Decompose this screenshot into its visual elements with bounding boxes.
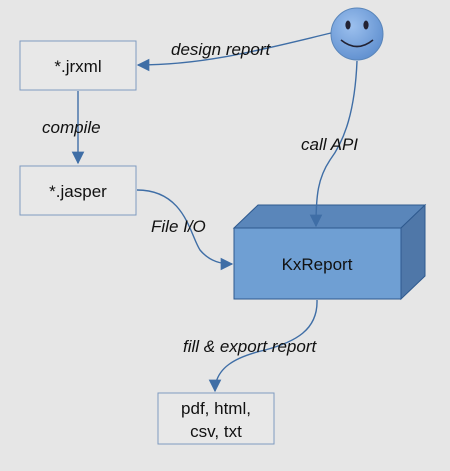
fill-export-arrow (208, 299, 318, 393)
output-label-line1: pdf, html, (181, 399, 251, 418)
output-label-line2: csv, txt (190, 422, 242, 441)
jasper-box (19, 165, 137, 216)
design-report-arrow (136, 32, 332, 72)
call-api-arrow (309, 60, 358, 228)
jrxml-node: *.jrxml (19, 40, 137, 91)
jrxml-box (19, 40, 137, 91)
file-io-label: File I/O (151, 217, 206, 236)
jasper-label: *.jasper (49, 182, 107, 201)
file-io-arrow (136, 189, 234, 271)
kxreport-node: KxReport (232, 203, 427, 301)
compile-label: compile (42, 118, 101, 137)
jasper-node: *.jasper (19, 165, 137, 216)
kxreport-cube-front (233, 227, 402, 300)
kxreport-label: KxReport (282, 255, 353, 274)
kxreport-cube-top (232, 204, 427, 229)
design-report-label: design report (171, 40, 272, 59)
call-api-label: call API (301, 135, 358, 154)
fill-export-label: fill & export report (183, 337, 317, 356)
output-box (157, 392, 275, 445)
smiley-face-icon (330, 7, 384, 61)
jrxml-label: *.jrxml (54, 57, 101, 76)
output-node: pdf, html, csv, txt (157, 392, 275, 445)
